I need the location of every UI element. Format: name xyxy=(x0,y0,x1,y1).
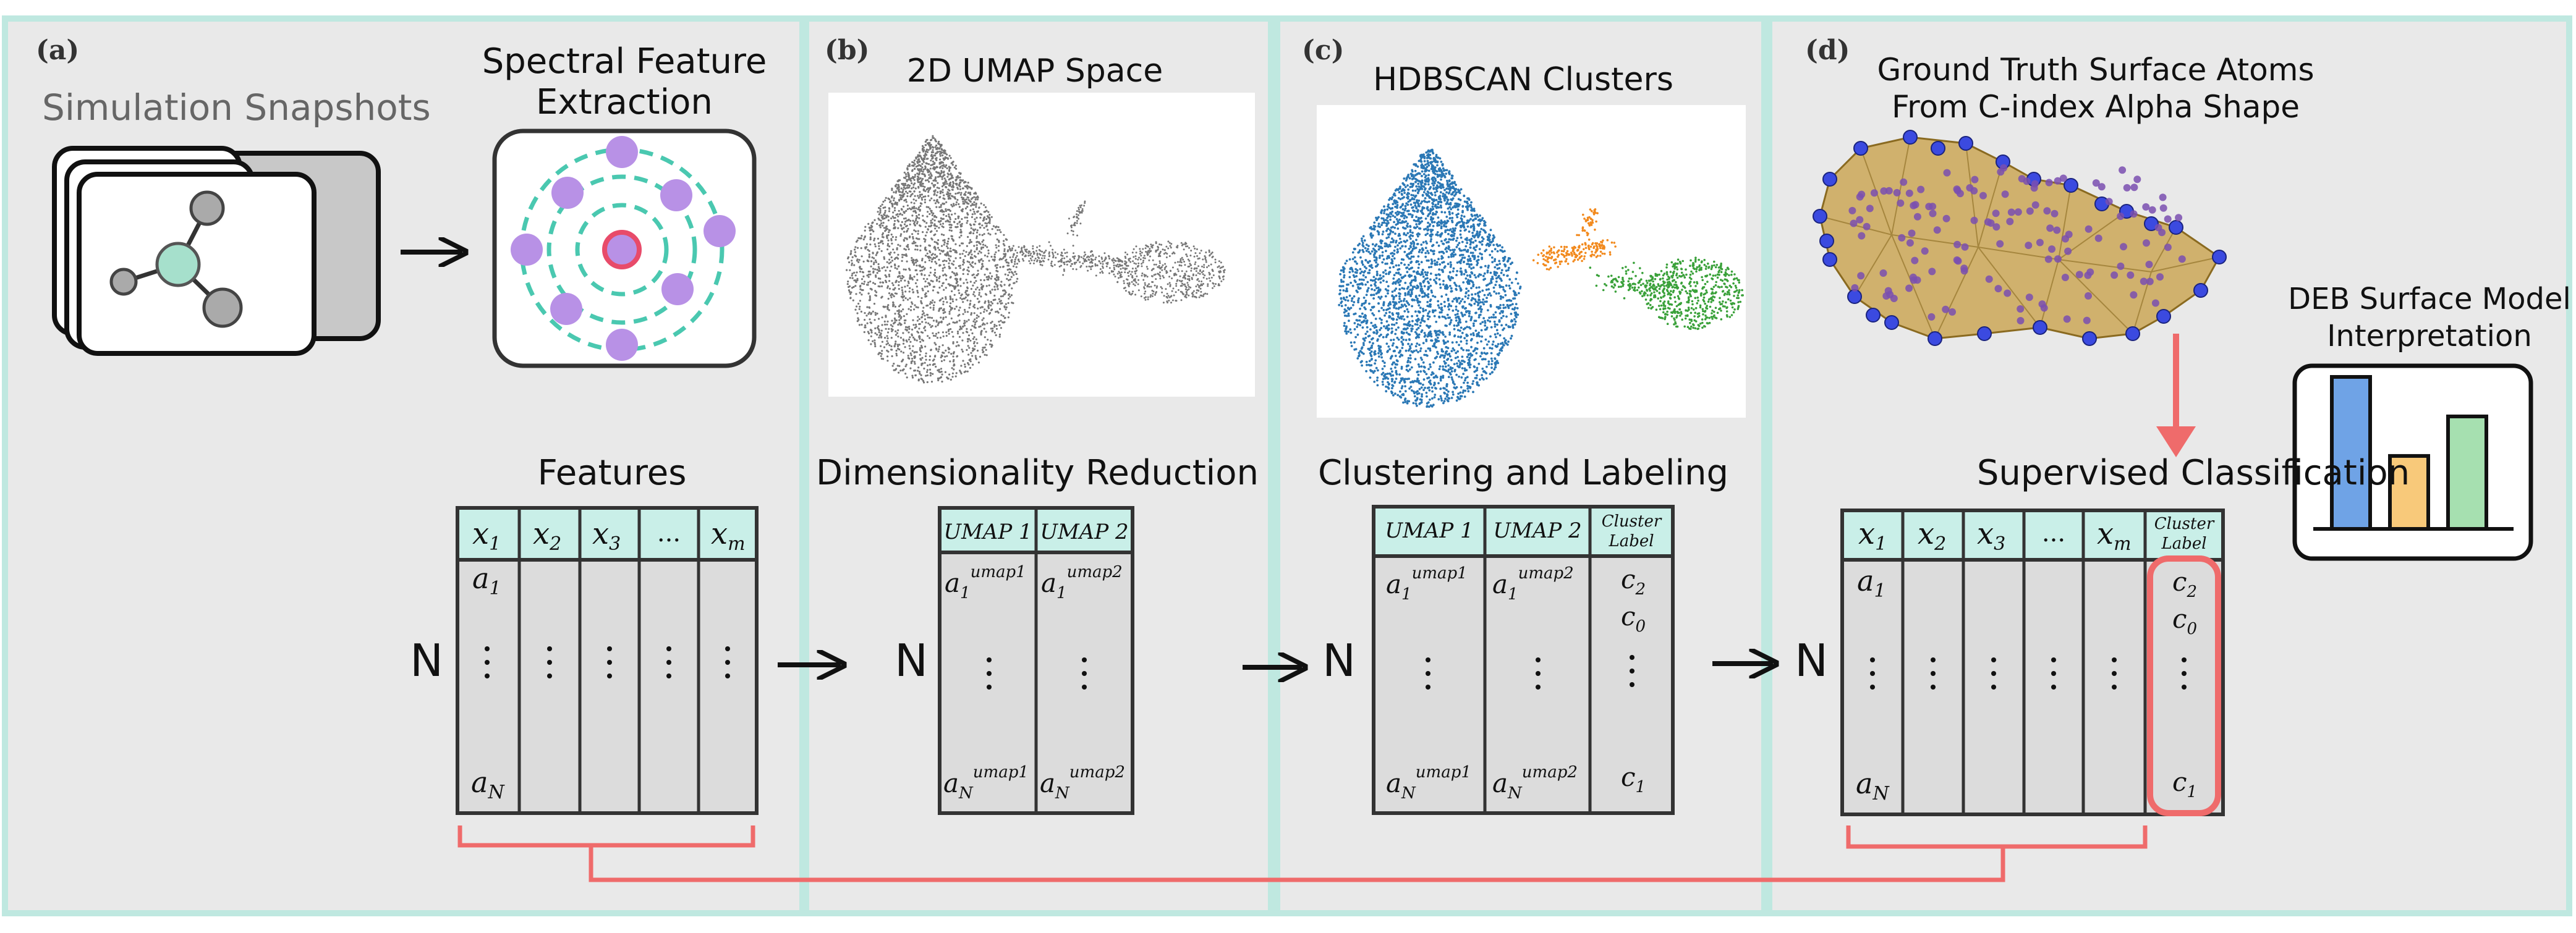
table-c-header-label-line2: Label xyxy=(1608,532,1654,551)
features-title: Features xyxy=(538,453,687,493)
deb-bar-2 xyxy=(2388,454,2430,531)
panel-b-row-count: N xyxy=(895,635,928,686)
table-c-label-c2: c2 xyxy=(1621,564,1646,599)
cluster-label-highlight xyxy=(2147,555,2221,816)
table-d-header-label-line1: Cluster xyxy=(2154,515,2215,533)
comparison-bracket xyxy=(457,825,2148,882)
hdbscan-cluster-cloud xyxy=(1338,148,1744,408)
deb-bar-3 xyxy=(2446,414,2488,531)
alpha-shape-surface-icon xyxy=(1813,130,2227,346)
ground-truth-title-line1: Ground Truth Surface Atoms xyxy=(1877,52,2314,88)
table-c-header-umap1: UMAP 1 xyxy=(1385,518,1473,543)
panel-b-tag: (b) xyxy=(825,35,869,66)
deb-bar-chart xyxy=(2330,375,2488,531)
table-c-vertical-ellipses xyxy=(1426,655,1634,690)
table-a-header-ellipsis: ... xyxy=(657,519,681,547)
panel-c-row-count: N xyxy=(1322,635,1356,686)
table-a-header-x1: x1 xyxy=(472,517,501,555)
snapshots-label: Simulation Snapshots xyxy=(42,87,431,129)
deb-title-line2: Interpretation xyxy=(2327,319,2532,353)
deb-bar-1 xyxy=(2330,375,2372,531)
table-d-vertical-ellipses xyxy=(1870,657,2187,690)
table-c-last-row-col2: aNumap2 xyxy=(1492,763,1578,803)
table-b-header-umap1: UMAP 1 xyxy=(943,520,1032,544)
feature-table-a xyxy=(456,506,759,815)
hdbscan-title: HDBSCAN Clusters xyxy=(1373,61,1673,98)
table-d-label-c0: c0 xyxy=(2172,604,2197,638)
clustering-labeling-title: Clustering and Labeling xyxy=(1318,453,1728,493)
table-a-header-x3: x3 xyxy=(592,517,621,555)
panel-c-tag: (c) xyxy=(1302,35,1344,66)
table-a-header-x2: x2 xyxy=(533,517,561,555)
table-a-header-xm: xm xyxy=(711,517,746,555)
spectral-title-line2: Extraction xyxy=(536,82,713,122)
table-d-header-x1: x1 xyxy=(1858,517,1887,555)
table-a-vertical-ellipses xyxy=(485,646,730,678)
table-d-header-x2: x2 xyxy=(1918,517,1946,555)
orbital-atom-icon xyxy=(492,129,757,368)
table-b-header-umap2: UMAP 2 xyxy=(1040,520,1128,544)
table-c-first-row-col2: a1umap2 xyxy=(1492,564,1574,604)
table-c-last-row-col1: aNumap1 xyxy=(1386,763,1471,803)
table-d-label-c1: c1 xyxy=(2172,767,2197,801)
umap-point-cloud xyxy=(846,135,1226,384)
hdbscan-plot-frame xyxy=(1317,105,1746,418)
table-d-last-row: aN xyxy=(1856,767,1890,804)
table-d-header-label-line2: Label xyxy=(2161,534,2206,553)
ground-truth-title-line2: From C-index Alpha Shape xyxy=(1892,89,2300,125)
cluster-table-c xyxy=(1372,505,1675,815)
spectral-title-line1: Spectral Feature xyxy=(482,41,767,82)
table-c-header-label-line1: Cluster xyxy=(1602,512,1662,531)
table-b-last-row-col2: aNumap2 xyxy=(1040,763,1125,803)
panel-d-tag: (d) xyxy=(1805,35,1850,66)
umap-space-title: 2D UMAP Space xyxy=(907,53,1163,90)
table-c-label-c1: c1 xyxy=(1621,762,1646,796)
umap-plot-frame xyxy=(828,93,1255,397)
umap-table-b xyxy=(938,506,1134,815)
deb-title-line1: DEB Surface Model xyxy=(2288,282,2571,316)
table-d-label-c2: c2 xyxy=(2172,567,2197,601)
table-d-first-row: a1 xyxy=(1857,564,1886,602)
table-d-header-xm: xm xyxy=(2097,517,2132,555)
table-d-header-ellipsis: ... xyxy=(2042,519,2065,547)
panel-d-row-count: N xyxy=(1795,635,1828,686)
table-b-vertical-ellipses xyxy=(987,657,1087,690)
supervised-classification-title: Supervised Classification xyxy=(1977,453,2410,493)
table-b-last-row-col1: aNumap1 xyxy=(943,763,1029,803)
table-a-first-row: a1 xyxy=(472,562,501,599)
table-c-header-umap2: UMAP 2 xyxy=(1493,518,1581,543)
dimensionality-reduction-title: Dimensionality Reduction xyxy=(816,453,1259,493)
table-b-first-row-col1: a1umap1 xyxy=(945,563,1026,602)
table-a-last-row: aN xyxy=(471,766,505,803)
panel-a-tag: (a) xyxy=(36,35,79,66)
arrow-ground-truth-head xyxy=(2156,426,2196,457)
table-d-header-x3: x3 xyxy=(1977,517,2005,555)
table-c-label-c0: c0 xyxy=(1621,601,1646,636)
table-c-first-row-col1: a1umap1 xyxy=(1386,564,1468,604)
panel-a-row-count: N xyxy=(410,635,443,686)
snapshot-stack-icon xyxy=(52,146,381,356)
table-b-first-row-col2: a1umap2 xyxy=(1041,563,1123,602)
